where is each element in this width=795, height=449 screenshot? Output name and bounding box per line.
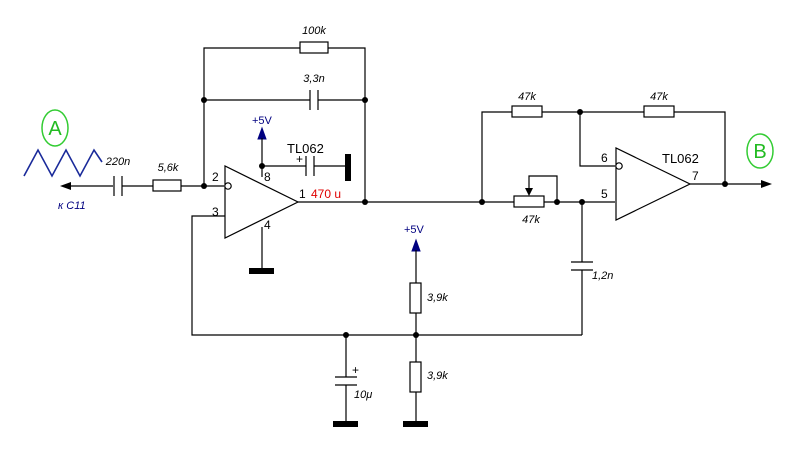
junction: [343, 332, 349, 338]
wire-r47-right: [674, 111, 726, 184]
resistor-top-right-label: 47k: [650, 91, 668, 103]
resistor-bias-top: [409, 282, 422, 314]
resistor-top-left: [511, 105, 543, 118]
opamp-u2-inverting-marker: [615, 162, 623, 170]
potentiometer-wiper-arrow-icon: [525, 188, 533, 196]
ground-symbol-c10: [333, 421, 358, 427]
capacitor-bias-label: 10μ: [354, 389, 372, 401]
resistor-input: [152, 179, 182, 192]
input-waveform-icon: [23, 148, 103, 178]
ground-symbol-decouple: [345, 154, 351, 181]
potentiometer: [513, 195, 545, 208]
resistor-bias-bottom-label: 3,9k: [427, 370, 448, 382]
test-point-b: B: [746, 133, 774, 169]
capacitor-input: [113, 176, 123, 196]
wire-bias-loop: [191, 215, 582, 336]
opamp-u2: [615, 147, 692, 221]
resistor-feedback-label: 100k: [302, 25, 326, 37]
ground-symbol-bias: [403, 421, 428, 427]
ic-u1-note: 470 u: [311, 187, 341, 201]
junction: [362, 199, 368, 205]
resistor-top-right: [643, 105, 675, 118]
wire-u2-inverting: [579, 112, 615, 167]
u1-pin-3: 3: [212, 205, 219, 219]
junction: [362, 97, 368, 103]
ic-u2-label: TL062: [662, 151, 699, 166]
capacitor-decouple: [305, 156, 315, 176]
junction: [479, 199, 485, 205]
output-arrow-icon: [761, 180, 772, 188]
u1-pin-1: 1: [299, 187, 306, 201]
resistor-feedback: [299, 41, 329, 54]
input-note: к C11: [58, 200, 86, 212]
vcc-u1-label: +5V: [252, 115, 273, 127]
junction: [201, 183, 207, 189]
u2-pin-7: 7: [692, 169, 699, 183]
junction: [722, 181, 728, 187]
test-point-a: A: [41, 109, 69, 147]
test-point-a-label: A: [48, 118, 62, 140]
capacitor-filter-label: 1,2n: [592, 270, 613, 282]
capacitor-filter: [571, 261, 593, 271]
wire-r47-left: [481, 111, 512, 202]
capacitor-feedback: [309, 90, 319, 110]
capacitor-input-label: 220n: [105, 156, 130, 168]
capacitor-bias: [335, 376, 357, 386]
vcc-bias-arrow-icon: [411, 238, 421, 252]
wire-fb-right: [328, 47, 366, 202]
ic-u1-label: TL062: [287, 141, 324, 156]
capacitor-feedback-label: 3,3n: [303, 73, 324, 85]
junction: [413, 332, 419, 338]
resistor-bias-bottom: [409, 361, 422, 393]
resistor-top-left-label: 47k: [518, 91, 536, 103]
input-arrow-icon: [60, 182, 71, 190]
u1-pin-2: 2: [212, 170, 219, 184]
test-point-b-label: B: [753, 141, 766, 163]
wire-fb-left: [203, 47, 300, 186]
u1-pin-8: 8: [264, 170, 271, 184]
opamp-u1-inverting-marker: [224, 182, 232, 190]
capacitor-bias-polarity: +: [352, 363, 359, 377]
resistor-bias-top-label: 3,9k: [427, 292, 448, 304]
junction: [554, 199, 560, 205]
u2-pin-5: 5: [601, 187, 608, 201]
wire-pot-wiper: [528, 175, 558, 202]
resistor-input-label: 5,6k: [158, 162, 179, 174]
u1-pin-4: 4: [264, 218, 271, 232]
ground-symbol-u1: [249, 268, 274, 274]
vcc-u1-arrow-icon: [257, 126, 267, 140]
capacitor-decouple-polarity: +: [296, 152, 303, 166]
vcc-bias-label: +5V: [404, 224, 425, 236]
potentiometer-label: 47k: [522, 214, 540, 226]
opamp-u1: [224, 165, 300, 239]
junction: [201, 97, 207, 103]
u2-pin-6: 6: [601, 151, 608, 165]
